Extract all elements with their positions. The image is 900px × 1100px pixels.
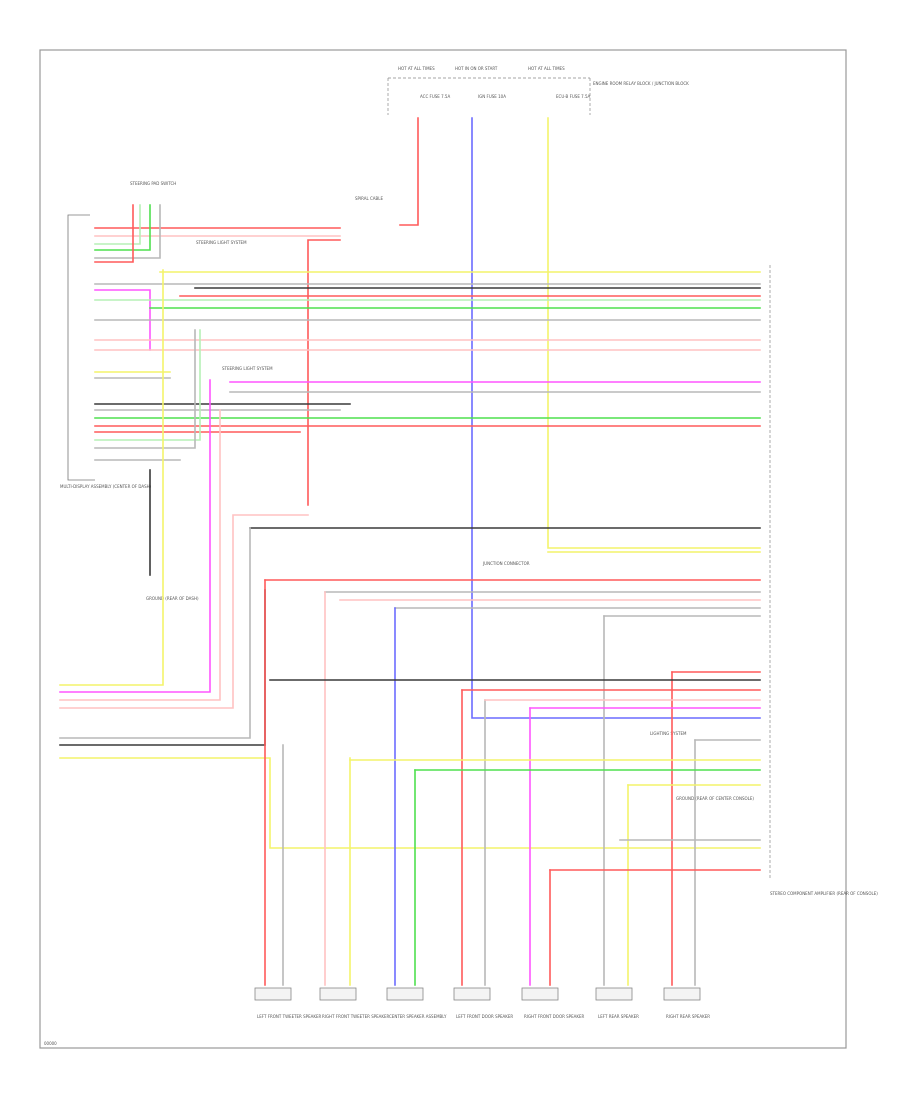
- fuse-2-label: HOT IN ON OR START: [455, 66, 498, 71]
- ground-label: GROUND (REAR OF DASH): [146, 596, 199, 601]
- speaker-4: LEFT FRONT DOOR SPEAKER: [453, 987, 513, 1019]
- amp-box-label: STEREO COMPONENT AMPLIFIER (REAR OF CONS…: [770, 891, 878, 896]
- speaker-label: RIGHT FRONT TWEETER SPEAKER: [322, 1014, 390, 1019]
- speaker-body: [521, 987, 559, 1001]
- speaker-label: LEFT REAR SPEAKER: [598, 1014, 639, 1019]
- speaker-7: RIGHT REAR SPEAKER: [663, 987, 710, 1019]
- steering-light-label-2: STEERING LIGHT SYSTEM: [222, 366, 273, 371]
- lo-pink-2: [59, 514, 309, 709]
- lo-magenta-1: [59, 379, 211, 693]
- speaker-1: LEFT FRONT TWEETER SPEAKER: [254, 987, 321, 1019]
- multi-display-label: MULTI-DISPLAY ASSEMBLY (CENTER OF DASH): [60, 484, 152, 489]
- speaker-2: RIGHT FRONT TWEETER SPEAKER: [319, 987, 390, 1019]
- wire-group: [59, 117, 761, 986]
- speaker-label: CENTER SPEAKER ASSEMBLY: [389, 1014, 447, 1019]
- speaker-body: [595, 987, 633, 1001]
- diagram-id: 00000: [44, 1041, 57, 1046]
- speaker-label: LEFT FRONT TWEETER SPEAKER: [257, 1014, 321, 1019]
- lo-yellow-2: [59, 757, 761, 849]
- fuse-1-name: ACC FUSE 7.5A: [420, 94, 450, 99]
- fuse-1-label: HOT AT ALL TIMES: [398, 66, 435, 71]
- clock-to-amp-red: [307, 239, 341, 506]
- fuse-3-label: HOT AT ALL TIMES: [528, 66, 565, 71]
- speaker-3: CENTER SPEAKER ASSEMBLY: [386, 987, 447, 1019]
- steer-red2-wire: [94, 204, 134, 263]
- h-magenta-1: [94, 289, 151, 351]
- steer-green-wire: [94, 204, 151, 251]
- steer-lgreen-wire: [94, 204, 141, 245]
- lo-yellow-1: [59, 269, 164, 686]
- lighting-system-label: LIGHTING SYSTEM: [650, 731, 687, 736]
- h-gray-6: [94, 329, 196, 449]
- speaker-body: [453, 987, 491, 1001]
- speaker-label: RIGHT REAR SPEAKER: [666, 1014, 710, 1019]
- steering-switch-label: STEERING PAD SWITCH: [130, 181, 176, 186]
- multi-display-outline: [67, 214, 95, 481]
- speaker-body: [319, 987, 357, 1001]
- speaker-5: RIGHT FRONT DOOR SPEAKER: [521, 987, 585, 1019]
- speaker-6: LEFT REAR SPEAKER: [595, 987, 639, 1019]
- h-lgreen-2: [94, 329, 201, 441]
- speaker-body: [386, 987, 424, 1001]
- junction-label: JUNCTION CONNECTOR: [482, 561, 530, 566]
- fuse-dash-line: [387, 77, 591, 115]
- steering-light-label: STEERING LIGHT SYSTEM: [196, 240, 247, 245]
- fuse-group: HOT AT ALL TIMES HOT IN ON OR START HOT …: [387, 66, 689, 115]
- feed-ign-wire: [471, 117, 761, 719]
- ground2-label: GROUND (REAR OF CENTER CONSOLE): [676, 796, 754, 801]
- lo-pink-1: [59, 409, 221, 701]
- diagram-frame: [39, 49, 847, 1049]
- steer-gray-wire: [94, 204, 161, 259]
- speaker-label: LEFT FRONT DOOR SPEAKER: [456, 1014, 513, 1019]
- speaker-body: [663, 987, 701, 1001]
- clock-spring-label: SPIRAL CABLE: [355, 196, 383, 201]
- fuse-note: ENGINE ROOM RELAY BLOCK / JUNCTION BLOCK: [593, 81, 689, 86]
- speaker-body: [254, 987, 292, 1001]
- speaker-label: RIGHT FRONT DOOR SPEAKER: [524, 1014, 585, 1019]
- feed-acc-wire: [399, 117, 419, 226]
- fuse-2-name: IGN FUSE 10A: [478, 94, 506, 99]
- fuse-3-name: ECU-B FUSE 7.5A: [556, 94, 590, 99]
- feed-ecub-wire: [547, 117, 761, 549]
- lo-gray-1: [59, 527, 251, 739]
